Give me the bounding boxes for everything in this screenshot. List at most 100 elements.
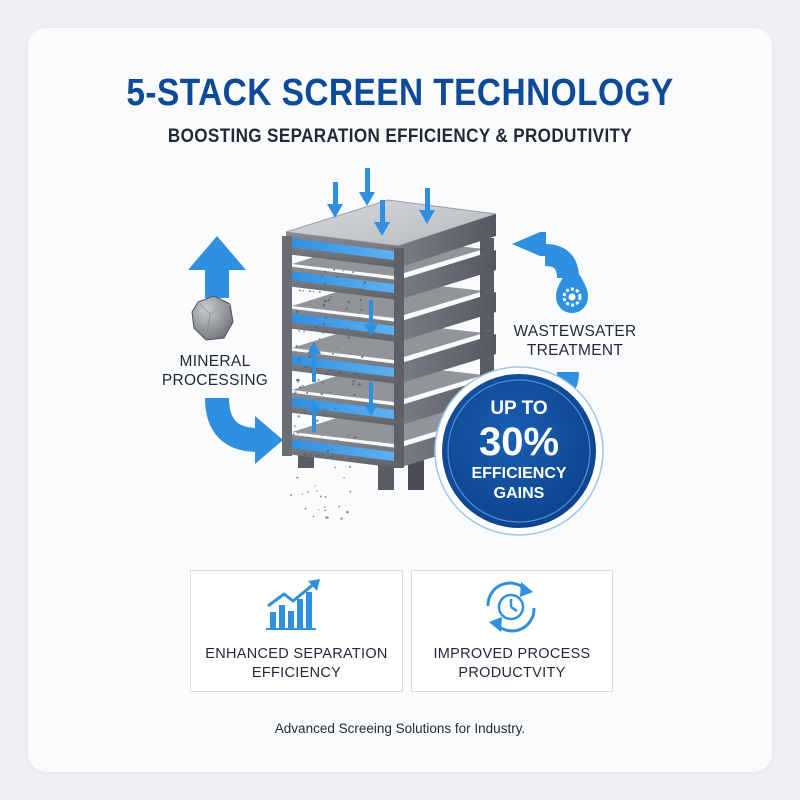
particle [330, 448, 333, 451]
wastewater-treatment-label: WASTEWSATER TREATMENT [513, 323, 637, 359]
particle [293, 425, 296, 427]
particle [338, 505, 341, 508]
particle [293, 392, 296, 395]
left-curved-arrow-icon [205, 397, 283, 464]
particle [323, 281, 326, 284]
particle [323, 506, 326, 508]
internal-flow-arrows-icon [307, 300, 378, 432]
particle [351, 383, 354, 386]
falling-particles [290, 269, 367, 520]
deck-side [398, 250, 496, 300]
particle [321, 275, 324, 277]
particle [304, 507, 307, 510]
particle [331, 352, 334, 355]
particle [304, 452, 307, 456]
particle [322, 454, 325, 457]
particle [292, 433, 295, 436]
deck-blue-band [290, 397, 394, 419]
particle [324, 316, 327, 319]
particle [322, 325, 324, 327]
particle [350, 457, 353, 460]
particle [296, 378, 299, 382]
efficiency-badge [434, 366, 604, 536]
particle [301, 384, 304, 387]
front-right-post [394, 248, 404, 468]
particle [322, 304, 326, 307]
particle [353, 436, 357, 439]
particle [340, 456, 343, 459]
lid-blue-band [290, 238, 394, 260]
footer-tagline: Advanced Screeing Solutions for Industry… [274, 721, 526, 736]
deck-side [398, 334, 496, 384]
ore-rock-icon [191, 295, 234, 341]
feature-card-productivity: IMPROVED PROCESS PRODUCTVITY [411, 570, 613, 692]
particle [325, 516, 328, 519]
particle [336, 439, 338, 442]
particle [336, 346, 339, 349]
particle [297, 381, 299, 384]
particle [322, 331, 325, 334]
particle [336, 276, 338, 279]
particle [351, 271, 354, 274]
particle [294, 391, 297, 393]
particle [295, 344, 298, 348]
particle [295, 310, 299, 314]
particle [353, 393, 356, 396]
efficiency-badge-text: UP TO 30% EFFICIENCY GAINS [471, 398, 567, 502]
particle [298, 289, 302, 292]
particle [348, 434, 350, 436]
particle [346, 327, 349, 330]
particle [308, 303, 310, 305]
particle [307, 491, 309, 493]
feature-productivity-text: IMPROVED PROCESS PRODUCTVITY [433, 646, 591, 681]
particle [324, 495, 327, 498]
particle [333, 269, 336, 271]
mineral-processing-label: MINERAL PROCESSING [161, 353, 269, 389]
particle [353, 411, 355, 414]
particle [312, 515, 315, 518]
particle [329, 391, 332, 394]
particle [296, 476, 299, 479]
particle [349, 490, 352, 493]
particle [306, 391, 309, 395]
particle [321, 434, 324, 436]
particle [363, 281, 367, 284]
particle [297, 415, 300, 418]
screen-top-lid [285, 199, 497, 268]
particle [342, 328, 344, 330]
deck-blue-band [290, 271, 394, 293]
particle [297, 432, 299, 434]
particle [354, 373, 357, 376]
particle [308, 355, 312, 358]
particle [321, 381, 324, 384]
particle [326, 422, 328, 425]
particle [303, 330, 305, 333]
left-upward-arrow-icon [188, 236, 246, 298]
particle [345, 307, 348, 310]
particle [299, 386, 302, 389]
particle [316, 419, 319, 422]
particle [340, 517, 343, 520]
particle [297, 358, 301, 362]
particle [303, 411, 306, 414]
particle [306, 437, 309, 439]
particle [334, 407, 337, 410]
particle [358, 383, 361, 386]
particle [359, 288, 362, 291]
particle [326, 372, 329, 376]
deck-side [398, 292, 496, 342]
particle [290, 494, 293, 497]
particle [360, 308, 363, 311]
particle [317, 378, 320, 381]
particle [346, 510, 349, 514]
particle [325, 329, 328, 333]
right-curved-arrow-icon [512, 232, 579, 279]
particle [316, 490, 318, 492]
particle [314, 485, 316, 487]
particle [362, 289, 365, 291]
feed-arrows-icon [327, 168, 435, 236]
particle [348, 465, 351, 468]
feature-separation-text: ENHANCED SEPARATION EFFICIENCY [205, 646, 388, 681]
particle [295, 351, 297, 354]
feature-card-separation: ENHANCED SEPARATION EFFICIENCY [190, 570, 403, 692]
